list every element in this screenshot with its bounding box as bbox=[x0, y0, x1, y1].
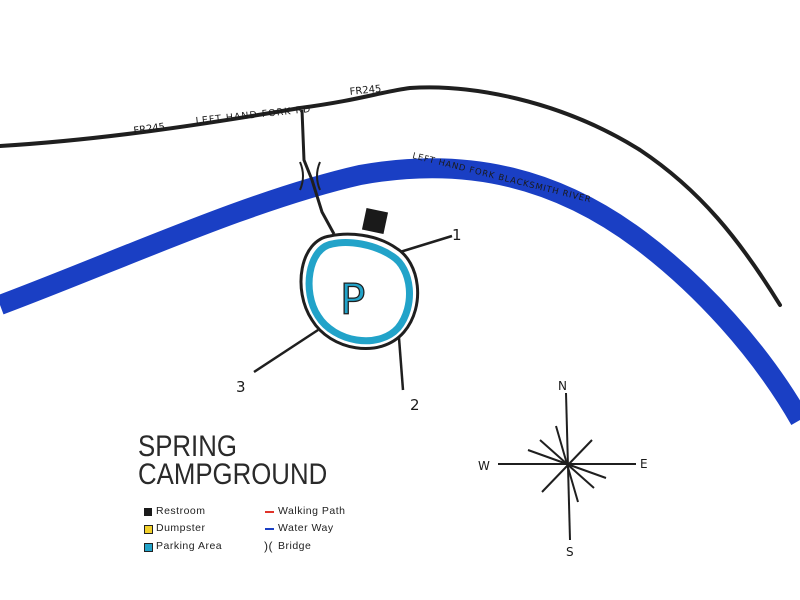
legend-water-way-label: Water Way bbox=[278, 522, 334, 534]
compass-rose bbox=[498, 392, 636, 541]
path-site-3 bbox=[253, 328, 319, 374]
map-title-line-1: SPRING bbox=[138, 430, 237, 463]
river-label: LEFT HAND FORK BLACKSMITH RIVER bbox=[411, 151, 592, 205]
road bbox=[0, 85, 782, 307]
restroom-icon bbox=[361, 207, 389, 235]
compass-north: N bbox=[558, 379, 567, 393]
road-label-left-hand-fork-rd: LEFT HAND FORK RD bbox=[195, 104, 312, 127]
legend-dumpster-label: Dumpster bbox=[156, 522, 206, 534]
legend-parking-label: Parking Area bbox=[156, 540, 223, 552]
parking-area bbox=[299, 232, 420, 351]
path-site-1 bbox=[399, 234, 453, 254]
access-road bbox=[300, 109, 336, 235]
legend-walking-path-swatch bbox=[265, 511, 274, 513]
legend-walking-path-label: Walking Path bbox=[278, 505, 346, 517]
legend-parking-swatch bbox=[144, 543, 153, 552]
road-label-fr245-east: FR245 bbox=[349, 84, 382, 98]
map-title-line-2: CAMPGROUND bbox=[138, 458, 328, 491]
parking-label: P bbox=[340, 275, 365, 324]
river bbox=[0, 158, 800, 425]
legend-bridge-label: Bridge bbox=[278, 540, 312, 552]
legend-water-way-swatch bbox=[265, 528, 274, 530]
legend-dumpster-swatch bbox=[144, 525, 153, 534]
site-label-3: 3 bbox=[236, 378, 246, 396]
legend-bridge-icon: )( bbox=[264, 539, 273, 553]
road-label-fr245-west: FR245 bbox=[133, 122, 166, 137]
compass-south: S bbox=[566, 545, 574, 559]
path-site-2 bbox=[397, 337, 405, 391]
legend-restroom-swatch bbox=[144, 508, 152, 516]
bridge-icon bbox=[299, 161, 321, 191]
site-label-2: 2 bbox=[410, 396, 420, 414]
site-label-1: 1 bbox=[452, 226, 462, 244]
compass-west: W bbox=[478, 459, 490, 473]
compass-east: E bbox=[640, 457, 648, 471]
legend-restroom-label: Restroom bbox=[156, 505, 206, 517]
